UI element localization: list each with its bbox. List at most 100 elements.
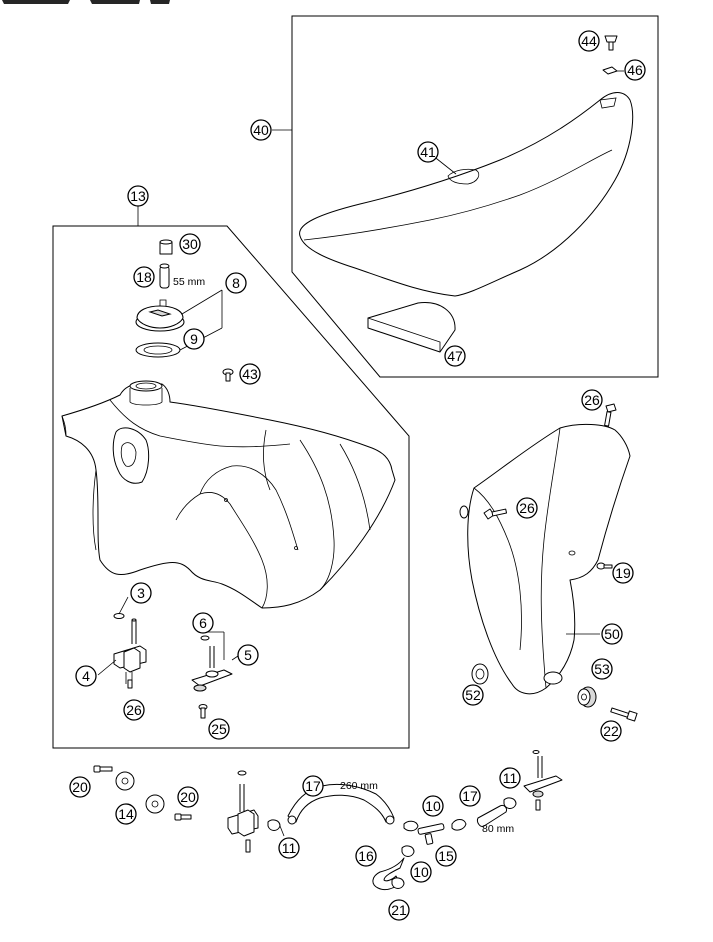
callout-5-label: 5 (244, 647, 252, 663)
callout-25: 25 (208, 718, 230, 740)
hose-clamp-10-c (401, 845, 415, 857)
callout-47: 47 (444, 345, 466, 367)
screw-26-middle (483, 508, 508, 520)
callout-53-label: 53 (594, 661, 610, 677)
screw-26-top (604, 403, 617, 427)
callout-18-label: 18 (136, 269, 152, 285)
callout-8: 8 (225, 272, 247, 294)
callout-22: 22 (600, 720, 622, 742)
cover-hole-left (459, 505, 469, 519)
callout-26-cover-top-label: 26 (584, 392, 600, 408)
cover-hole-bottom (543, 671, 563, 685)
callout-17-short-label: 17 (462, 788, 478, 804)
callout-20-right: 20 (177, 786, 199, 808)
fuel-tank-group: 55 mm (52, 206, 410, 749)
fuel-tank-group-frame (52, 225, 410, 749)
callout-11-right: 11 (499, 767, 521, 789)
hose-clamp-11-right (503, 797, 517, 809)
fuel-tank (61, 380, 396, 609)
callout-14-label: 14 (118, 806, 134, 822)
hose-clamp-10-a (403, 820, 419, 832)
bolt-20-right (174, 813, 192, 821)
seat-patch-41 (447, 168, 480, 185)
callout-46: 46 (624, 59, 646, 81)
callout-50-label: 50 (604, 626, 620, 642)
side-cover-50 (467, 423, 631, 695)
callout-10-b: 10 (410, 861, 432, 883)
callout-5: 5 (237, 644, 259, 666)
callout-30-label: 30 (182, 236, 198, 252)
o-ring-3 (113, 613, 125, 619)
callout-19: 19 (612, 562, 634, 584)
bolt-20-left (93, 765, 113, 773)
callout-15: 15 (435, 845, 457, 867)
callout-44: 44 (578, 30, 600, 52)
callout-4: 4 (75, 665, 97, 687)
callout-25-label: 25 (211, 721, 227, 737)
callout-14: 14 (115, 803, 137, 825)
callout-52: 52 (462, 684, 484, 706)
fuel-tap-loose-left (227, 770, 259, 853)
callout-13: 13 (127, 185, 149, 207)
callout-21: 21 (388, 899, 410, 921)
callout-26-cover-mid-label: 26 (519, 500, 535, 516)
filler-neck (129, 380, 163, 392)
callout-3: 3 (130, 582, 152, 604)
screw-19 (596, 562, 613, 570)
callout-26-tap-label: 26 (126, 702, 142, 718)
side-cover-group (459, 403, 638, 722)
dim-80mm: 80 mm (482, 823, 514, 835)
callout-16: 16 (355, 845, 377, 867)
screw-44 (604, 35, 618, 51)
callout-52-label: 52 (465, 687, 481, 703)
callout-40-label: 40 (253, 122, 269, 138)
callout-11-left: 11 (278, 837, 300, 859)
callout-43: 43 (239, 363, 261, 385)
callout-13-label: 13 (130, 188, 146, 204)
fuel-tap-5 (191, 635, 233, 692)
callout-26-cover-mid: 26 (516, 497, 538, 519)
callout-9-label: 9 (190, 331, 198, 347)
callout-20-left: 20 (69, 776, 91, 798)
callout-18: 18 (133, 266, 155, 288)
washer-46 (602, 66, 618, 75)
callout-11-left-label: 11 (282, 840, 297, 856)
gasket-9 (135, 342, 181, 358)
o-ring-6 (200, 635, 210, 641)
hose-clamp-11-left (267, 819, 281, 831)
callout-21-label: 21 (391, 902, 407, 918)
callout-50: 50 (601, 623, 623, 645)
hose-clamp-10-b (451, 819, 467, 831)
callout-10-a: 10 (422, 795, 444, 817)
leader-4 (97, 659, 117, 676)
spacer-14b (145, 794, 165, 814)
callout-17-short: 17 (459, 785, 481, 807)
seat (299, 92, 634, 297)
callout-30: 30 (179, 233, 201, 255)
callout-9: 9 (183, 328, 205, 350)
callout-17-long: 17 (302, 775, 324, 797)
callout-20-right-label: 20 (180, 789, 196, 805)
foam-pad-47 (367, 302, 456, 353)
callout-22-label: 22 (603, 723, 619, 739)
callout-3-label: 3 (137, 585, 145, 601)
fuel-hose-17-short (477, 805, 507, 827)
fuel-tap-loose-right (523, 750, 563, 811)
callout-4-label: 4 (82, 668, 90, 684)
callout-41-label: 41 (420, 144, 436, 160)
callout-10-a-label: 10 (425, 798, 441, 814)
seat-group (272, 15, 659, 378)
hose-clamp-21 (391, 877, 405, 889)
callout-43-label: 43 (242, 366, 258, 382)
dim-55mm: 55 mm (173, 276, 205, 288)
fuel-tap-4 (113, 613, 147, 689)
callouts: 13 30 18 8 9 43 3 4 26 6 5 25 40 41 44 4… (69, 30, 646, 921)
dim-260mm: 260 mm (340, 780, 378, 792)
cropped-heading (2, 0, 70, 4)
loose-parts-group: 260 mm 80 mm (93, 750, 563, 891)
callout-46-label: 46 (627, 62, 643, 78)
callout-44-label: 44 (581, 33, 597, 49)
leader-3 (118, 596, 129, 615)
